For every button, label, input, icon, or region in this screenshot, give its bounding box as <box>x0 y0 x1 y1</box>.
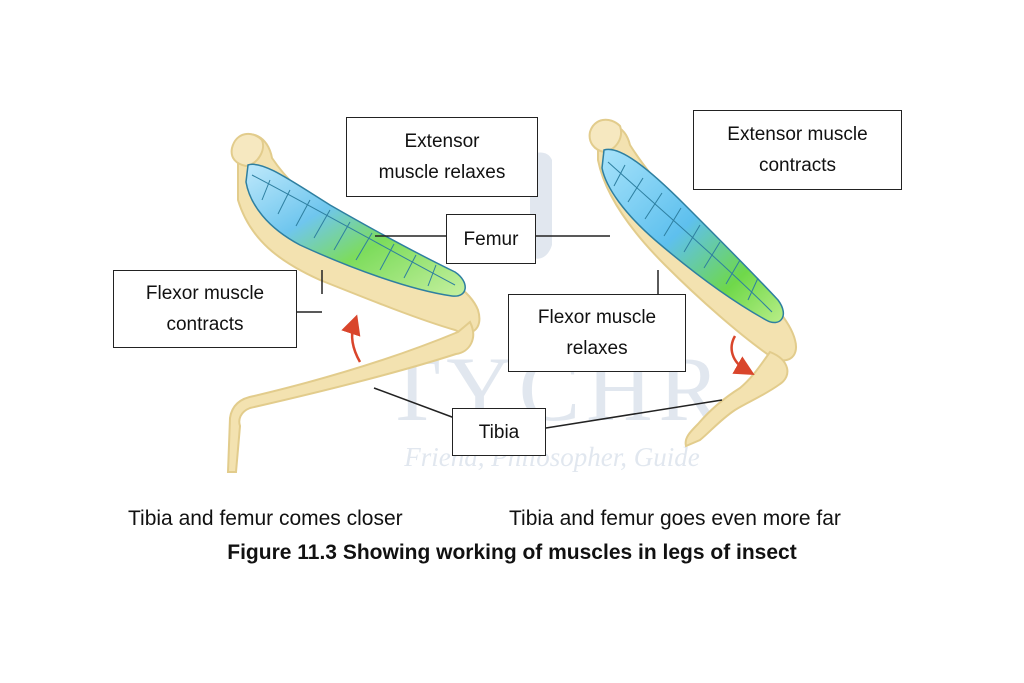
extensor-relaxes-line-1: Extensor <box>404 131 480 152</box>
flexor-relaxes-line-2: relaxes <box>566 338 628 359</box>
left-flexor-arrow <box>341 314 362 363</box>
extensor-contracts-label: Extensor muscle contracts <box>693 110 902 190</box>
extensor-contracts-line-1: Extensor muscle <box>727 124 868 145</box>
extensor-contracts-line-2: contracts <box>758 155 837 176</box>
flexor-contracts-label: Flexor muscle contracts <box>113 270 297 348</box>
left-muscle-fibers <box>251 174 456 287</box>
right-muscle-fibers <box>607 161 773 313</box>
left-muscle <box>245 163 466 297</box>
extensor-relaxes-label: Extensor muscle relaxes <box>346 117 538 197</box>
femur-label-text: Femur <box>463 228 519 250</box>
left-insect-leg <box>226 132 481 473</box>
extensor-relaxes-line-2: muscle relaxes <box>378 162 506 183</box>
right-insect-leg <box>588 118 798 448</box>
tibia-label-text: Tibia <box>478 421 520 443</box>
flexor-relaxes-label: Flexor muscle relaxes <box>508 294 686 372</box>
left-caption: Tibia and femur comes closer <box>128 507 403 530</box>
watermark-tagline: Friend, Philosopher, Guide <box>403 442 699 472</box>
flexor-relaxes-line-1: Flexor muscle <box>537 307 657 328</box>
femur-label: Femur <box>446 214 536 264</box>
watermark-logo-icon <box>520 152 552 259</box>
leader-lines <box>297 235 723 429</box>
figure-title: Figure 11.3 Showing working of muscles i… <box>227 541 797 564</box>
right-extension-arrow <box>730 335 755 375</box>
right-caption: Tibia and femur goes even more far <box>509 507 841 530</box>
left-coxa-shape <box>230 132 264 168</box>
right-tibia-shape <box>684 350 789 448</box>
tibia-label: Tibia <box>452 408 546 456</box>
right-coxa-shape <box>588 118 622 154</box>
left-tibia-shape <box>226 320 475 473</box>
flexor-contracts-line-1: Flexor muscle <box>145 283 265 304</box>
flexor-contracts-line-2: contracts <box>166 314 244 335</box>
